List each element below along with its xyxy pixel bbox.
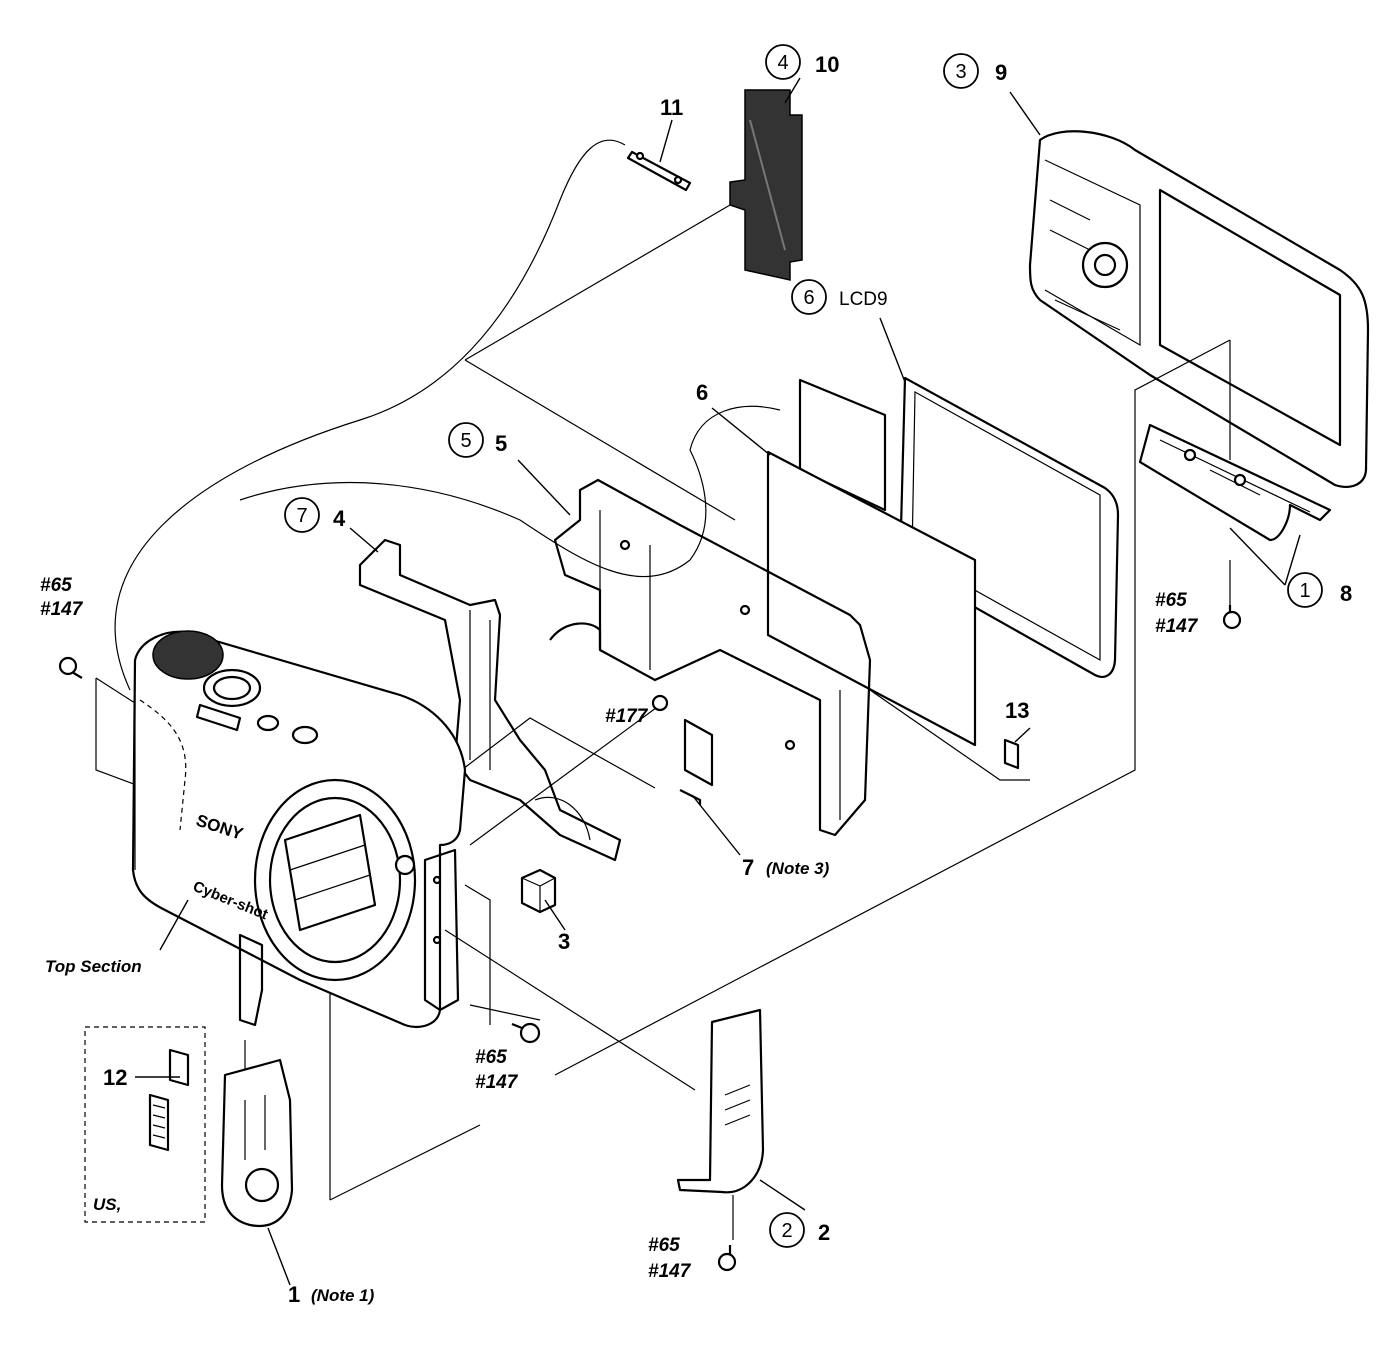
circled-ref-1-text: 1 (1299, 580, 1310, 602)
circled-ref-5-text: 5 (460, 430, 471, 452)
top-section-camera-body: SONY Cyber-shot (131, 630, 467, 1028)
screw-ref-middle-b: #147 (475, 1072, 519, 1093)
part-2-cover (676, 1008, 765, 1194)
part-9-rear-cabinet (1028, 130, 1370, 488)
lcd9-panel (798, 376, 1120, 678)
circled-ref-4-text: 4 (777, 52, 788, 74)
part-number-2: 2 (818, 1220, 830, 1245)
part-8-bracket (1138, 423, 1332, 542)
circled-ref-6-text: 6 (803, 287, 814, 309)
screw-ref-177: #177 (605, 706, 649, 727)
screw-right (1222, 605, 1242, 630)
screw-ref-bottom-b: #147 (648, 1261, 692, 1282)
part-number-5: 5 (495, 431, 507, 456)
screw-left (58, 656, 83, 679)
part-3-block (520, 868, 557, 914)
part-7-note: (Note 3) (766, 859, 830, 878)
region-label: US, (93, 1195, 121, 1214)
screw-ref-left-b: #147 (40, 599, 84, 620)
assembly-lines (95, 139, 1231, 1240)
part-number-9: 9 (995, 60, 1007, 85)
screw-ref-middle-a: #65 (475, 1047, 507, 1068)
screw-references: #65 #147 #65 #147 #177 #65 #147 #65 #147 (40, 575, 1199, 1282)
circled-ref-1: 1 (1287, 572, 1323, 608)
circled-ref-3: 3 (943, 53, 979, 89)
part-number-10: 10 (815, 52, 839, 77)
circled-ref-2-text: 2 (781, 1220, 792, 1242)
part-10-board (729, 89, 803, 281)
part-6-sheet (766, 450, 977, 747)
part-numbers: 10 9 11 6 5 4 8 13 3 12 2 7 (Note 3) 1 (… (103, 52, 1352, 1307)
part-number-12: 12 (103, 1065, 127, 1090)
part-1-note: (Note 1) (311, 1286, 375, 1305)
top-section-label: Top Section (45, 957, 142, 976)
screw-177 (651, 694, 669, 712)
circled-ref-2: 2 (769, 1212, 805, 1248)
part-5-frame (549, 478, 872, 837)
screw-ref-bottom-a: #65 (648, 1235, 680, 1256)
circled-ref-4: 4 (765, 44, 801, 80)
part-number-3: 3 (558, 929, 570, 954)
part-number-13: 13 (1005, 698, 1029, 723)
screw-bottom (717, 1245, 737, 1272)
part-number-8: 8 (1340, 581, 1352, 606)
screw-middle (511, 1022, 541, 1044)
part-number-4: 4 (333, 506, 346, 531)
circled-ref-7-text: 7 (296, 505, 307, 527)
us-region-box (84, 1026, 206, 1223)
part-13-clip (1003, 738, 1020, 770)
part-number-11: 11 (660, 95, 683, 120)
side-frame (423, 848, 460, 1012)
lcd9-label: LCD9 (839, 289, 888, 310)
part-number-7: 7 (742, 855, 754, 880)
leader-lines (135, 77, 1301, 1286)
circled-ref-3-text: 3 (955, 61, 966, 83)
circled-ref-5: 5 (448, 422, 484, 458)
circled-ref-7: 7 (284, 497, 320, 533)
screw-ref-right-b: #147 (1155, 616, 1199, 637)
part-11-bracket (626, 150, 692, 192)
screw-ref-right-a: #65 (1155, 590, 1187, 611)
screw-ref-left-a: #65 (40, 575, 72, 596)
part-4-bracket (358, 538, 622, 862)
circled-ref-6: 6 (791, 279, 827, 315)
part-1-cover (220, 933, 294, 1228)
part-number-6: 6 (696, 380, 708, 405)
part-number-1: 1 (288, 1282, 300, 1307)
